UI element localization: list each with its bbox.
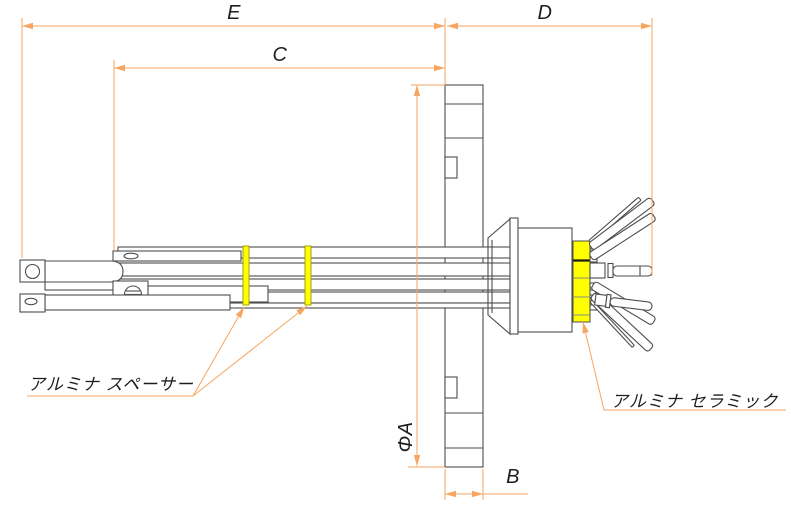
dimension-b [445,490,528,498]
dimension-d-label: D [537,2,553,24]
dimension-c [114,64,445,72]
dimension-d [447,22,652,30]
dimension-c-label: C [272,44,288,66]
dimension-e-label: E [227,2,241,24]
pin-horizontal [589,262,653,279]
left-terminals [19,250,269,313]
alumina-spacers [242,245,312,306]
alumina-spacer-2 [304,245,312,306]
alumina-spacer-1 [242,245,250,306]
leader-ceramic [582,321,786,411]
terminal-lug-lower-left [19,293,231,313]
leader-spacer [27,305,308,397]
bolt-hole-top [444,156,458,179]
pin-upper-2 [589,212,656,261]
dimension-phia [413,85,421,466]
dimension-diameter-label: ΦA [395,421,417,453]
dimension-e [22,22,445,30]
dimension-b-label: B [506,466,520,488]
alumina-ceramic-stack [572,240,591,323]
terminal-lug-upper-right [112,250,242,262]
terminal-lug-upper-left [19,259,124,283]
collar-disc [509,217,519,335]
bolt-hole-bottom [444,376,458,399]
dimension-lines [21,18,786,500]
pins [588,197,656,352]
body-cylinder [517,227,573,333]
vacuum-body [487,217,573,336]
pin-lower-thin [589,299,635,348]
callout-spacer-label: アルミナ スペーサー [28,375,195,394]
callout-ceramic-label: アルミナ セラミック [611,392,779,411]
pin-lower-horizontal [594,293,653,311]
